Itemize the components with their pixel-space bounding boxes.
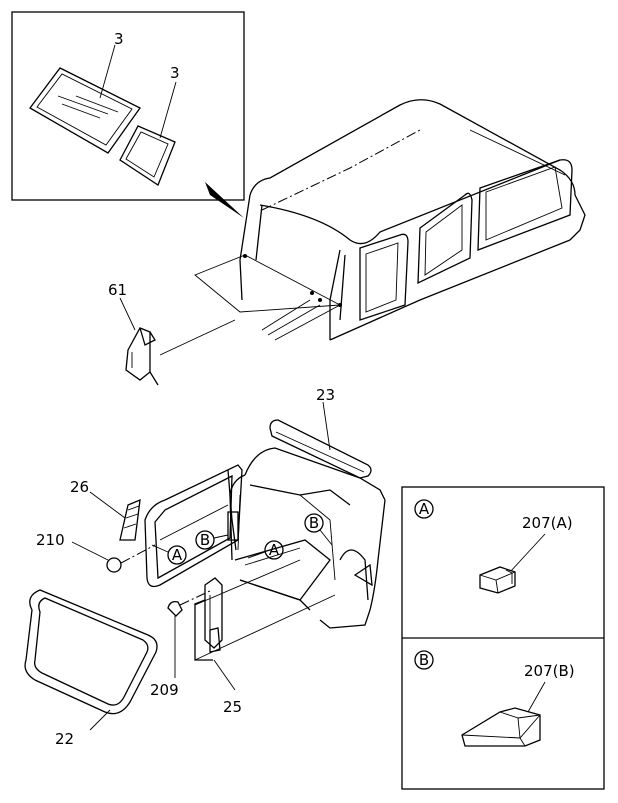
- bracket-part: 26: [70, 478, 141, 541]
- leader-207a: [509, 533, 546, 573]
- detail-b-part-label: 207(B): [524, 662, 575, 680]
- detail-a-marker-circle: [414, 499, 434, 519]
- callout-26: 26: [70, 478, 89, 496]
- floor-sheet: [194, 254, 342, 313]
- pointer-arrow: [205, 182, 244, 218]
- trim-bar: 23: [269, 386, 372, 479]
- leader-23: [322, 401, 331, 451]
- detail-panel-a: A 207(A): [414, 499, 573, 594]
- leader-clip-line: [159, 319, 236, 356]
- marker-b-body: B: [304, 513, 333, 546]
- callout-209: 209: [150, 681, 179, 699]
- marker-a-door: A: [151, 544, 187, 565]
- detail-b-marker: B: [419, 651, 429, 669]
- leader-26: [89, 491, 126, 519]
- marker-b-door: B: [195, 530, 229, 550]
- svg-text:B: B: [309, 514, 319, 532]
- callout-3b: 3: [170, 64, 180, 82]
- detail-panel-b: B 207(B): [414, 650, 575, 747]
- callout-210: 210: [36, 531, 65, 549]
- callout-22: 22: [55, 730, 74, 748]
- callout-3a: 3: [114, 30, 124, 48]
- weatherstrip-part: 22: [24, 589, 158, 748]
- clip-part: 61: [108, 281, 236, 386]
- detail-a-part-label: 207(A): [522, 514, 573, 532]
- detail-a-marker: A: [419, 500, 430, 518]
- rear-glass-large: [29, 67, 141, 154]
- svg-text:A: A: [172, 546, 183, 564]
- callout-61: 61: [108, 281, 127, 299]
- plug-part: 210: [36, 531, 156, 573]
- part-207a-icon: [479, 566, 516, 594]
- detail-panels: A 207(A) B 207(B): [401, 486, 605, 790]
- marker-a-body: A: [247, 540, 284, 560]
- inset-frame: [11, 11, 245, 201]
- leader-3a: [99, 44, 116, 99]
- glass-inset: 3 3: [11, 11, 245, 218]
- vehicle-upper-view: [194, 99, 586, 341]
- svg-text:A: A: [269, 541, 280, 559]
- leader-25: [213, 659, 236, 691]
- bumper-part: 209: [150, 589, 213, 699]
- svg-text:B: B: [200, 531, 210, 549]
- leader-207b: [527, 681, 546, 713]
- rear-glass-small: [119, 125, 176, 186]
- leader-61: [119, 297, 136, 331]
- leader-3b: [159, 81, 177, 139]
- callout-25: 25: [223, 698, 242, 716]
- detail-b-marker-circle: [414, 650, 434, 670]
- part-207b-icon: [461, 707, 541, 747]
- leader-22: [89, 709, 111, 731]
- vehicle-rear-view: 23 26: [24, 386, 386, 748]
- leader-210: [71, 541, 109, 561]
- callout-23: 23: [316, 386, 335, 404]
- stay-part: 25: [194, 559, 336, 716]
